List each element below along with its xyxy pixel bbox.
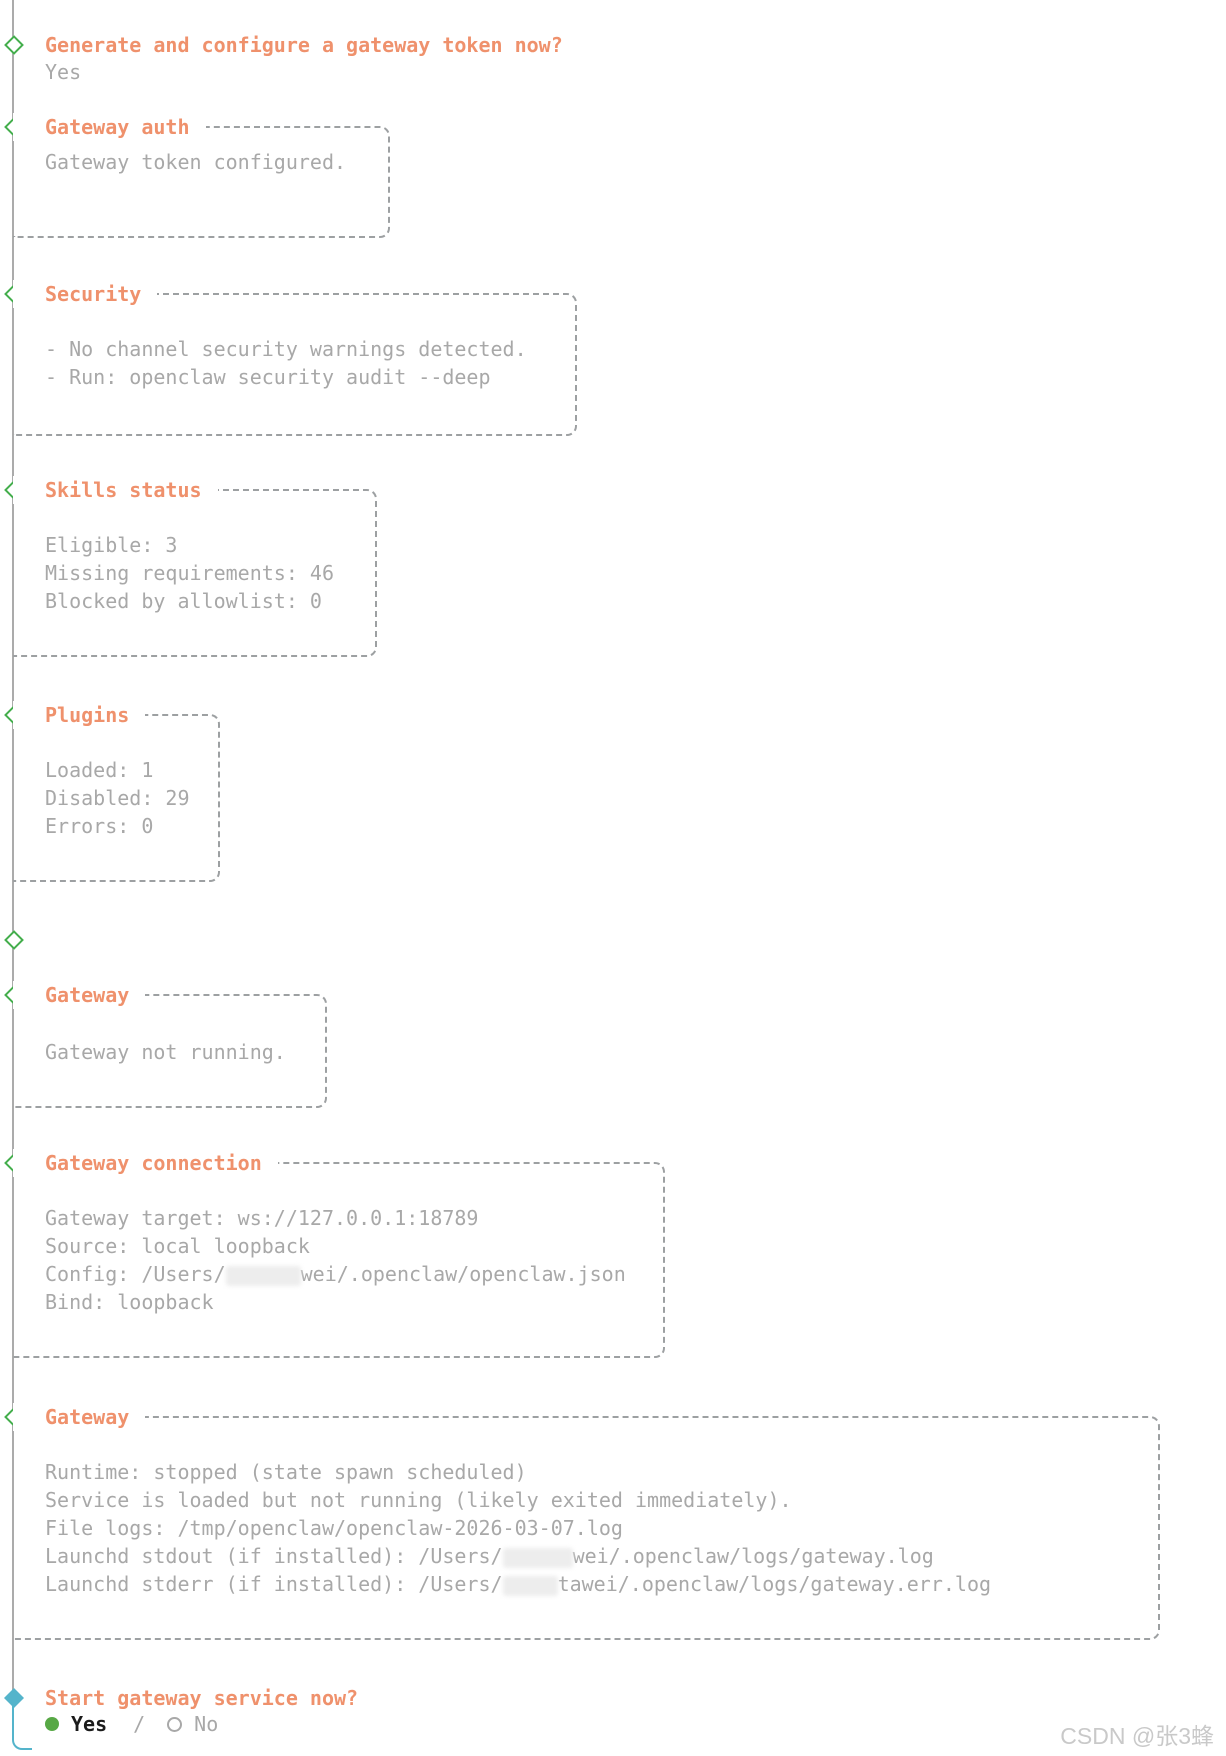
- box-line: Gateway token configured.: [45, 150, 347, 174]
- box-line: Disabled: 29: [45, 786, 190, 810]
- path-prefix: Launchd stdout (if installed): /Users/: [45, 1544, 503, 1568]
- box-line: Gateway not running.: [45, 1040, 286, 1064]
- radio-unselected-icon[interactable]: [167, 1716, 183, 1732]
- box-line: Eligible: 3: [45, 533, 178, 557]
- active-rail-line: [12, 1706, 32, 1750]
- section-gateway-connection: Gateway connection: [13, 1149, 665, 1358]
- box-line: - Run: openclaw security audit --deep: [45, 365, 491, 389]
- box-line: Loaded: 1: [45, 758, 154, 782]
- path-prefix: Launchd stderr (if installed): /Users/: [45, 1572, 503, 1596]
- section-title: Gateway: [13, 1403, 146, 1431]
- section-title: Gateway connection: [13, 1149, 278, 1177]
- section-title: Security: [13, 280, 158, 308]
- active-step-diamond-icon: [4, 1688, 24, 1708]
- box-line: File logs: /tmp/openclaw/openclaw-2026-0…: [45, 1516, 623, 1540]
- box-line-redacted: Launchd stderr (if installed): /Users/ta…: [45, 1570, 991, 1598]
- step-diamond-icon: [4, 35, 24, 55]
- section-title: Gateway: [13, 981, 146, 1009]
- step-diamond-icon: [4, 930, 24, 950]
- box-line-redacted: Launchd stdout (if installed): /Users/we…: [45, 1542, 934, 1570]
- redaction-blur: [225, 1265, 301, 1286]
- box-line: Source: local loopback: [45, 1234, 310, 1258]
- section-title: Gateway auth: [13, 113, 206, 141]
- section-skills-status: Skills status: [13, 476, 377, 657]
- section-title: Plugins: [13, 701, 146, 729]
- section-gateway-auth: Gateway auth: [13, 113, 390, 238]
- box-line: Gateway target: ws://127.0.0.1:18789: [45, 1206, 479, 1230]
- option-yes[interactable]: Yes: [71, 1712, 108, 1736]
- path-suffix: wei/.openclaw/logs/gateway.log: [572, 1544, 934, 1568]
- section-gateway-runtime: Gateway: [13, 1403, 1160, 1640]
- path-suffix: wei/.openclaw/openclaw.json: [300, 1262, 626, 1286]
- box-line: Bind: loopback: [45, 1290, 214, 1314]
- box-line: Blocked by allowlist: 0: [45, 589, 322, 613]
- radio-selected-icon[interactable]: [45, 1717, 59, 1731]
- prompt-answer: Yes: [45, 60, 82, 84]
- section-title: Skills status: [13, 476, 218, 504]
- section-plugins: Plugins: [13, 701, 220, 882]
- prompt-title: Generate and configure a gateway token n…: [45, 33, 563, 57]
- box-line: - No channel security warnings detected.: [45, 337, 527, 361]
- prompt-title: Start gateway service now?: [45, 1686, 359, 1710]
- redaction-blur: [502, 1575, 558, 1596]
- box-line: Errors: 0: [45, 814, 154, 838]
- box-line-redacted: Config: /Users/wei/.openclaw/openclaw.js…: [45, 1260, 626, 1288]
- section-gateway: Gateway: [13, 981, 327, 1108]
- redaction-blur: [502, 1547, 573, 1568]
- prompt-options: Yes / No: [45, 1710, 218, 1738]
- option-separator: /: [133, 1712, 146, 1736]
- watermark: CSDN @张3蜂: [1060, 1723, 1214, 1749]
- section-security: Security: [13, 280, 577, 436]
- path-suffix: tawei/.openclaw/logs/gateway.err.log: [557, 1572, 992, 1596]
- step-rail-line: [12, 0, 14, 1690]
- box-line: Service is loaded but not running (likel…: [45, 1488, 792, 1512]
- option-no[interactable]: No: [194, 1712, 219, 1736]
- box-line: Missing requirements: 46: [45, 561, 334, 585]
- path-prefix: Config: /Users/: [45, 1262, 226, 1286]
- box-line: Runtime: stopped (state spawn scheduled): [45, 1460, 527, 1484]
